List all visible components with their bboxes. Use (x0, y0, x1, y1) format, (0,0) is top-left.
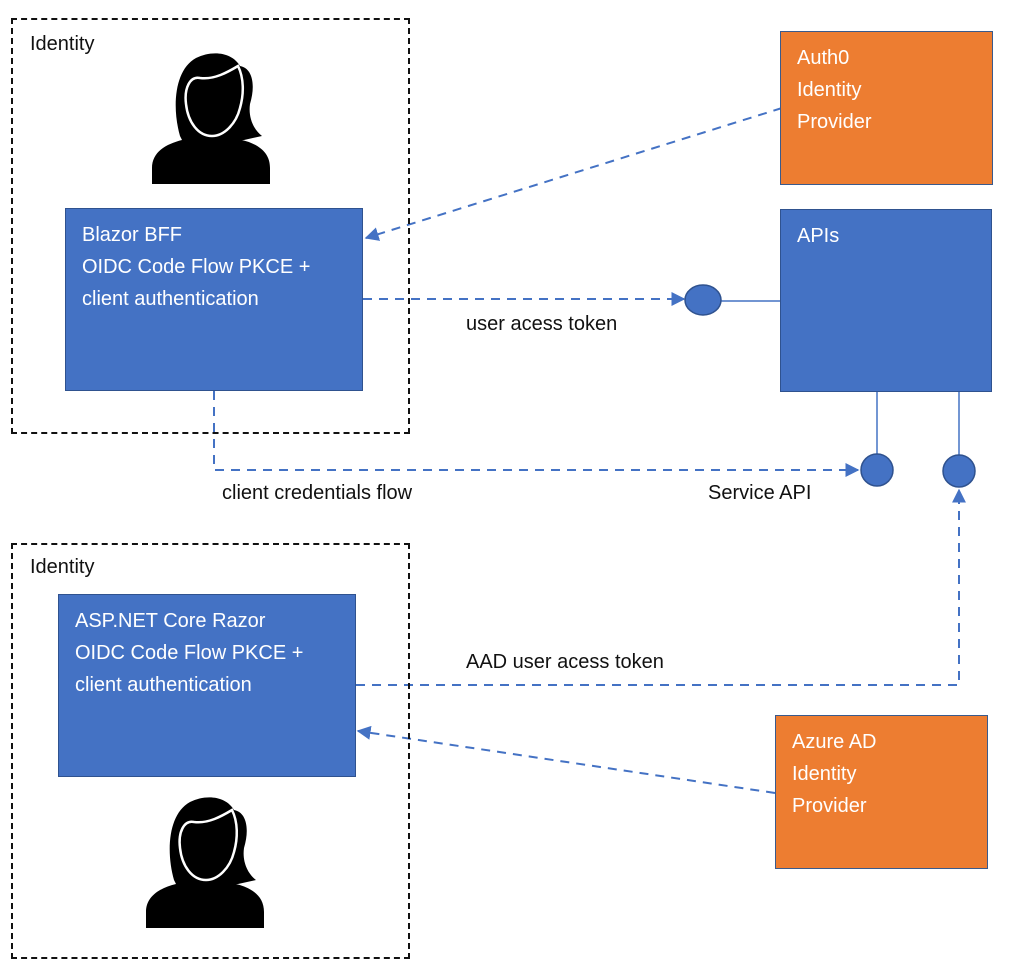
apis-user-endpoint (684, 284, 722, 316)
edge-razor-to-aad-endpoint (356, 488, 966, 686)
aspnet-razor-title: ASP.NET Core Razor (75, 610, 266, 632)
user-person-icon (152, 53, 270, 184)
aspnet-razor-auth: client authentication (75, 674, 252, 696)
apis-node[interactable]: APIs (780, 209, 992, 392)
client-credentials-flow-label: client credentials flow (222, 482, 413, 504)
blazor-bff-flow: OIDC Code Flow PKCE + (82, 256, 311, 278)
azure-ad-provider-line-3: Provider (792, 795, 867, 817)
blazor-bff-auth: client authentication (82, 288, 259, 310)
aad-user-access-token-label: AAD user acess token (466, 651, 664, 673)
apis-service-endpoint (860, 453, 894, 487)
auth0-provider-line-3: Provider (797, 111, 872, 133)
apis-title: APIs (797, 225, 840, 247)
identity-group-top (11, 18, 410, 434)
edge-auth0-to-blazor (364, 107, 783, 241)
identity-group-bottom-label: Identity (30, 556, 95, 578)
auth0-provider-line-1: Auth0 (797, 47, 850, 69)
auth0-provider-node[interactable]: Auth0 Identity Provider (780, 31, 993, 185)
azure-ad-provider-line-1: Azure AD (792, 731, 877, 753)
azure-ad-provider-node[interactable]: Azure AD Identity Provider (775, 715, 988, 869)
aspnet-razor-flow: OIDC Code Flow PKCE + (75, 642, 304, 664)
identity-group-top-label: Identity (30, 33, 95, 55)
apis-aad-endpoint (942, 454, 976, 488)
user-person-icon (146, 797, 264, 928)
user-access-token-label: user acess token (466, 313, 618, 335)
identity-group-bottom (11, 543, 410, 959)
service-api-label: Service API (708, 482, 812, 504)
blazor-bff-title: Blazor BFF (82, 224, 183, 246)
azure-ad-provider-line-2: Identity (792, 763, 857, 785)
aspnet-razor-node[interactable]: ASP.NET Core Razor OIDC Code Flow PKCE +… (58, 594, 356, 777)
blazor-bff-node[interactable]: Blazor BFF OIDC Code Flow PKCE + client … (65, 208, 363, 391)
auth0-provider-line-2: Identity (797, 79, 862, 101)
edge-azuread-to-razor (356, 725, 776, 794)
